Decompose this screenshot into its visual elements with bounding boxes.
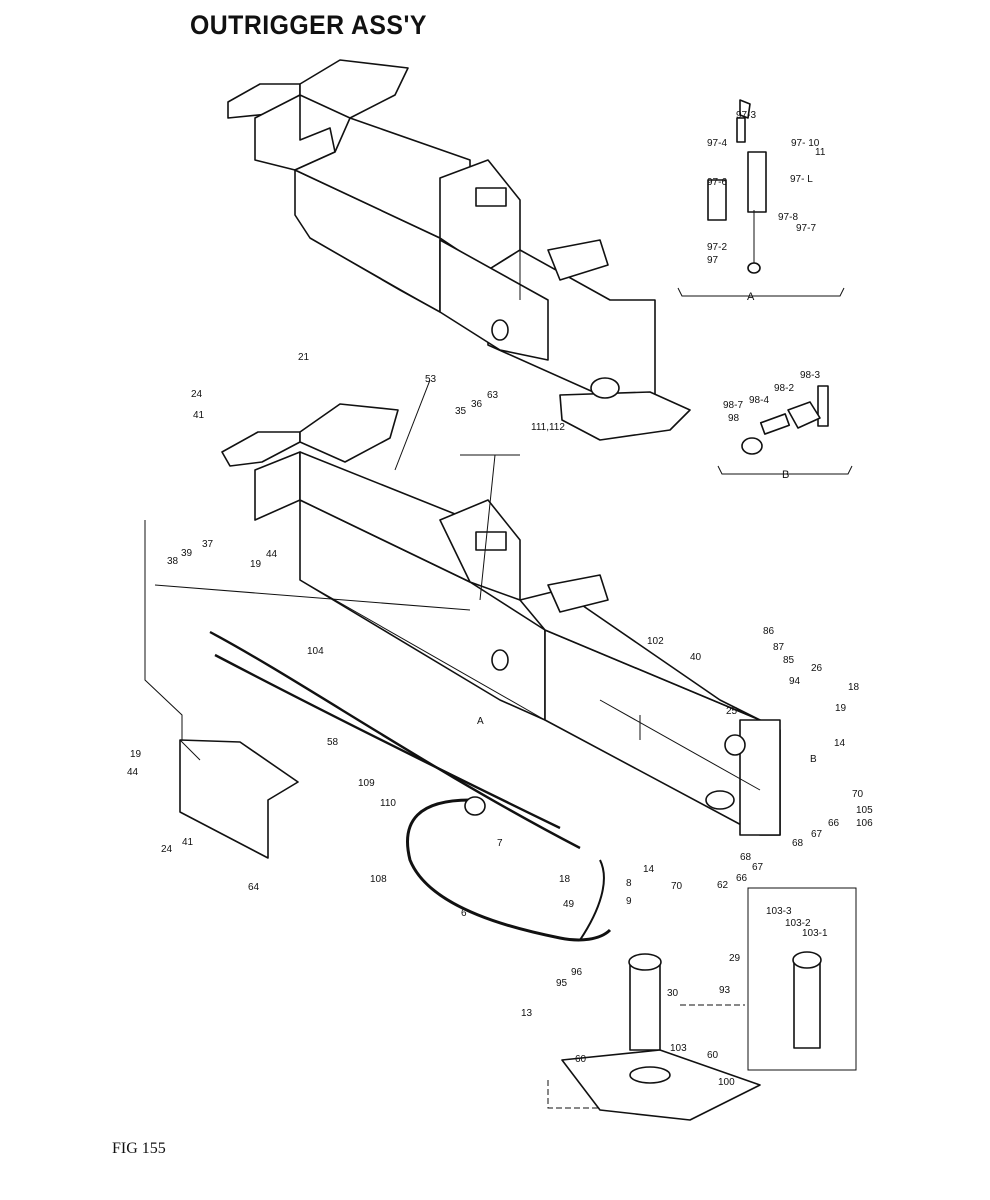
part-label-pA: A bbox=[477, 716, 484, 727]
part-label-p110: 110 bbox=[380, 798, 396, 809]
detail-b-label: B bbox=[782, 469, 789, 481]
detail-a-lock-pin bbox=[677, 99, 845, 297]
part-label-p64: 64 bbox=[248, 882, 260, 893]
part-label-p97-8: 97-8 bbox=[778, 212, 798, 223]
part-label-p9: 9 bbox=[626, 896, 632, 907]
part-label-p85: 85 bbox=[783, 655, 795, 666]
part-label-p86: 86 bbox=[763, 626, 775, 637]
part-label-p36: 36 bbox=[471, 399, 483, 410]
figure-label: FIG 155 bbox=[112, 1140, 166, 1157]
part-label-p62: 62 bbox=[717, 880, 729, 891]
part-label-p97-6a: 97-6 bbox=[707, 177, 727, 188]
part-label-p37: 37 bbox=[202, 539, 214, 550]
part-label-p60b: 60 bbox=[575, 1054, 587, 1065]
part-label-p8: 8 bbox=[626, 878, 632, 889]
jack-cylinder-and-pad bbox=[561, 953, 761, 1121]
lower-outrigger-beam bbox=[221, 403, 781, 836]
part-label-p98-4: 98-4 bbox=[749, 395, 769, 406]
part-label-p40: 40 bbox=[690, 652, 702, 663]
detail-a-label: A bbox=[747, 291, 755, 303]
part-label-p66b: 66 bbox=[736, 873, 748, 884]
part-label-p93: 93 bbox=[719, 985, 731, 996]
part-label-p7: 7 bbox=[497, 838, 503, 849]
diagram-title: OUTRIGGER ASS'Y bbox=[190, 10, 427, 40]
part-label-p103: 103 bbox=[670, 1043, 687, 1054]
part-label-p53: 53 bbox=[425, 374, 437, 385]
part-label-p97-7: 97-7 bbox=[796, 223, 816, 234]
part-label-p70a: 70 bbox=[852, 789, 864, 800]
part-label-p100: 100 bbox=[718, 1077, 735, 1088]
part-label-p29: 29 bbox=[729, 953, 741, 964]
part-label-p60a: 60 bbox=[707, 1050, 719, 1061]
part-label-p35: 35 bbox=[455, 406, 467, 417]
part-label-p98-3: 98-3 bbox=[800, 370, 820, 381]
upper-outrigger-beam bbox=[227, 59, 691, 441]
part-label-p103-3: 103-3 bbox=[766, 906, 792, 917]
cover-plate bbox=[179, 739, 299, 859]
part-label-p25: 25 bbox=[726, 706, 738, 717]
part-label-p18b: 18 bbox=[559, 874, 571, 885]
part-label-p11: 11 bbox=[815, 147, 826, 158]
part-label-p109: 109 bbox=[358, 778, 375, 789]
part-label-p41b: 41 bbox=[182, 837, 194, 848]
part-label-p67b: 67 bbox=[752, 862, 764, 873]
part-label-p6: 6 bbox=[461, 908, 467, 919]
part-label-p63: 63 bbox=[487, 390, 499, 401]
detail-b-lock-pin bbox=[717, 385, 853, 475]
part-label-p108: 108 bbox=[370, 874, 387, 885]
part-label-p98: 98 bbox=[728, 413, 740, 424]
connection-lines bbox=[144, 379, 745, 1109]
part-label-p14b: 14 bbox=[643, 864, 655, 875]
part-label-p70b: 70 bbox=[671, 881, 683, 892]
cylinder-detail-frame bbox=[747, 887, 857, 1071]
part-label-p24b: 24 bbox=[161, 844, 173, 855]
part-label-p102: 102 bbox=[647, 636, 664, 647]
part-label-p19b: 19 bbox=[835, 703, 847, 714]
part-label-p96: 96 bbox=[571, 967, 583, 978]
part-label-p87: 87 bbox=[773, 642, 785, 653]
part-label-p97-10: 97- 10 bbox=[791, 138, 820, 149]
part-label-p26a: 26 bbox=[811, 663, 823, 674]
part-label-p38: 38 bbox=[167, 556, 179, 567]
part-label-p97: 97 bbox=[707, 255, 719, 266]
part-label-p97-2: 97-2 bbox=[707, 242, 727, 253]
part-label-p41a: 41 bbox=[193, 410, 205, 421]
part-label-p103-2: 103-2 bbox=[785, 918, 811, 929]
part-label-p105: 105 bbox=[856, 805, 873, 816]
part-label-p39: 39 bbox=[181, 548, 193, 559]
part-label-p68a: 68 bbox=[792, 838, 804, 849]
part-label-p19c: 19 bbox=[130, 749, 142, 760]
part-label-p21: 21 bbox=[298, 352, 310, 363]
part-label-p97-4: 97-4 bbox=[707, 138, 727, 149]
part-label-p44b: 44 bbox=[127, 767, 139, 778]
part-label-p68b: 68 bbox=[740, 852, 752, 863]
part-label-p49: 49 bbox=[563, 899, 575, 910]
part-label-p66a: 66 bbox=[828, 818, 840, 829]
part-label-p97-3: 97-3 bbox=[736, 110, 756, 121]
part-label-p19a: 19 bbox=[250, 559, 262, 570]
part-label-pB: B bbox=[810, 754, 817, 765]
part-label-p58: 58 bbox=[327, 737, 339, 748]
detail-group-labels: A B bbox=[747, 291, 789, 481]
part-label-p30: 30 bbox=[667, 988, 679, 999]
part-label-p106: 106 bbox=[856, 818, 873, 829]
part-label-p14a: 14 bbox=[834, 738, 846, 749]
part-label-p67a: 67 bbox=[811, 829, 823, 840]
part-label-p103-1: 103-1 bbox=[802, 928, 828, 939]
part-label-p98-7: 98-7 bbox=[723, 400, 743, 411]
hydraulic-lines bbox=[209, 630, 612, 942]
part-label-p97-L: 97- L bbox=[790, 174, 813, 185]
part-label-p13: 13 bbox=[521, 1008, 533, 1019]
part-label-p24a: 24 bbox=[191, 389, 203, 400]
part-label-p94: 94 bbox=[789, 676, 801, 687]
part-label-p98-2: 98-2 bbox=[774, 383, 794, 394]
part-label-p44a: 44 bbox=[266, 549, 278, 560]
part-label-p104: 104 bbox=[307, 646, 324, 657]
part-label-p95: 95 bbox=[556, 978, 568, 989]
part-label-p111: 111,112 bbox=[531, 422, 565, 433]
part-label-p18a: 18 bbox=[848, 682, 860, 693]
